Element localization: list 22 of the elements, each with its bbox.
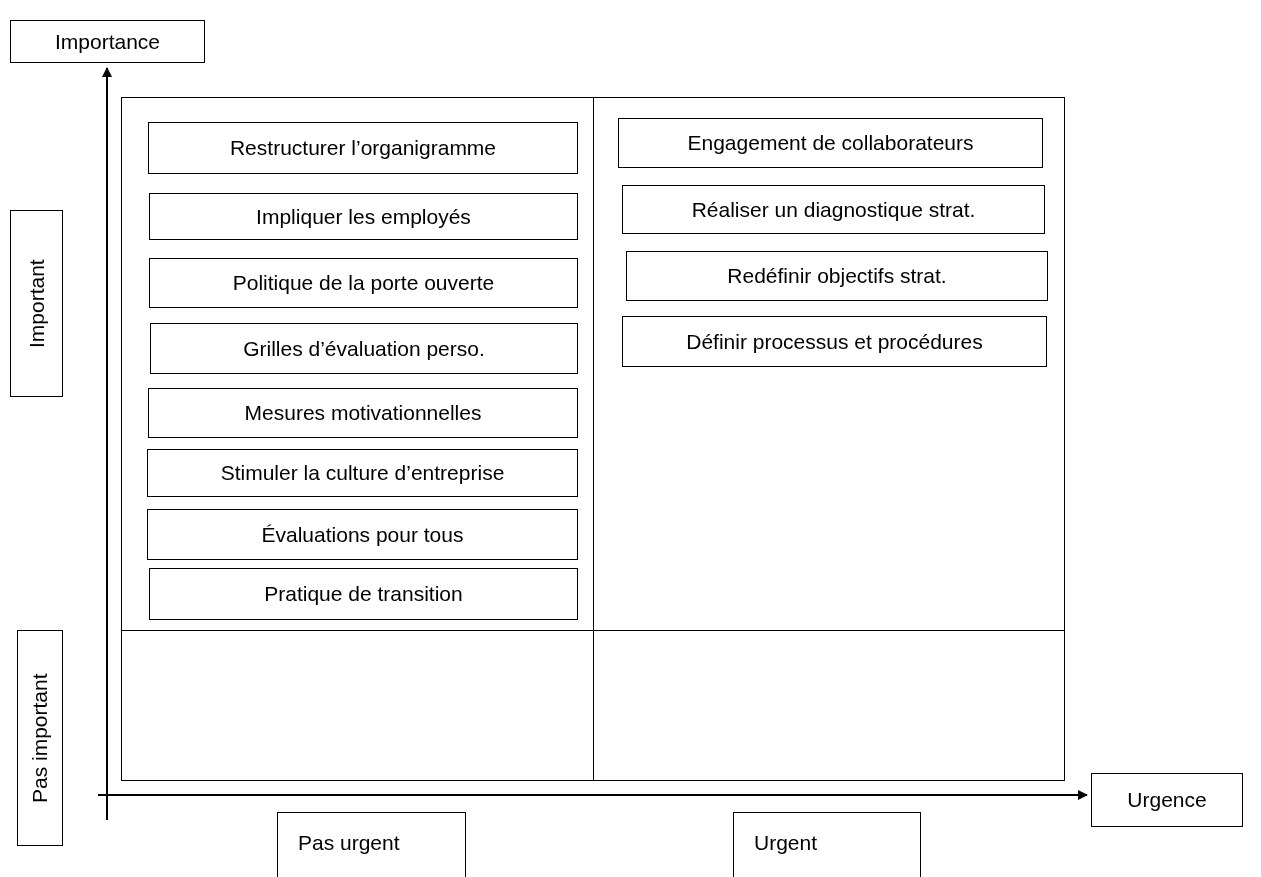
task-box: Évaluations pour tous xyxy=(147,509,578,560)
axis-label-box: Urgence xyxy=(1091,773,1243,827)
task-box: Impliquer les employés xyxy=(149,193,578,240)
matrix-quadrant xyxy=(121,97,594,631)
axis-label-box: Pas urgent xyxy=(277,812,466,877)
task-box: Restructurer l’organigramme xyxy=(148,122,578,174)
task-box: Réaliser un diagnostique strat. xyxy=(622,185,1045,234)
task-box: Définir processus et procédures xyxy=(622,316,1047,367)
axis-label-box: Important xyxy=(10,210,63,397)
axis-label-box: Importance xyxy=(10,20,205,63)
task-box: Mesures motivationnelles xyxy=(148,388,578,438)
task-box: Grilles d’évaluation perso. xyxy=(150,323,578,374)
task-box: Pratique de transition xyxy=(149,568,578,620)
task-box: Politique de la porte ouverte xyxy=(149,258,578,308)
axis-label-box: Pas important xyxy=(17,630,63,846)
task-box: Stimuler la culture d’entreprise xyxy=(147,449,578,497)
task-box: Redéfinir objectifs strat. xyxy=(626,251,1048,301)
matrix-quadrant xyxy=(593,630,1065,781)
matrix-quadrant xyxy=(121,630,594,781)
matrix-quadrant xyxy=(593,97,1065,631)
task-box: Engagement de collaborateurs xyxy=(618,118,1043,168)
axis-label-box: Urgent xyxy=(733,812,921,877)
